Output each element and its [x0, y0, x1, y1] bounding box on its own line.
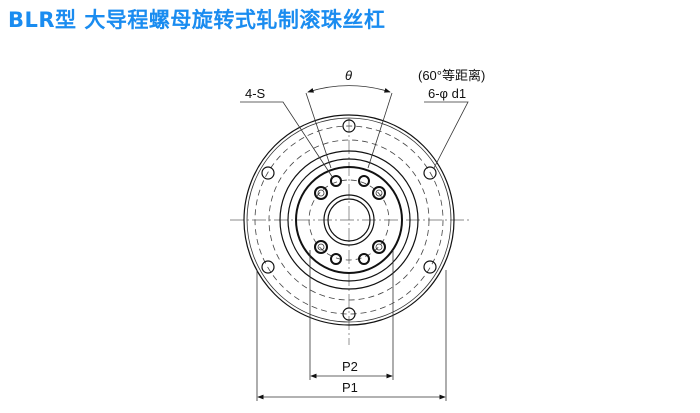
- bore-inner: [327, 198, 371, 242]
- tapped-hole: [314, 240, 328, 254]
- small-hole: [330, 175, 342, 187]
- mount-hole: [423, 260, 437, 274]
- tapped-hole: [372, 186, 386, 200]
- page-title: BLR型 大导程螺母旋转式轧制滚珠丝杠: [8, 8, 386, 32]
- tapped-hole: [314, 186, 328, 200]
- bolt-circle-p1: [254, 125, 444, 315]
- mount-hole: [261, 260, 275, 274]
- theta-extension-left: [305, 92, 332, 169]
- small-hole: [358, 175, 370, 187]
- bolt-circle-p2: [308, 179, 390, 261]
- nut-end-circle: [295, 166, 403, 274]
- theta-extension-right: [367, 92, 393, 169]
- mount-hole: [342, 119, 356, 133]
- spacing-note: (60°等距离): [418, 68, 485, 83]
- mount-holes: [261, 119, 437, 321]
- tapped-hole-inner: [375, 189, 383, 197]
- hidden-circle: [268, 139, 430, 301]
- tapped-holes-leader: [240, 101, 334, 179]
- body-step-circle: [279, 150, 419, 290]
- mount-hole: [423, 166, 437, 180]
- tapped-hole: [372, 240, 386, 254]
- mount-hole: [342, 307, 356, 321]
- inner-holes: [314, 175, 386, 265]
- bore-outer: [323, 194, 375, 246]
- mount-holes-leader: [424, 101, 469, 169]
- tapped-hole-inner: [375, 243, 383, 251]
- theta-label: θ: [345, 68, 352, 83]
- theta-arc: [307, 85, 391, 93]
- mount-hole: [261, 166, 275, 180]
- tapped-hole-inner: [317, 189, 325, 197]
- tapped-hole-inner: [317, 243, 325, 251]
- flange-chamfer: [246, 117, 452, 323]
- mount-holes-label: 6-φ d1: [428, 86, 466, 101]
- small-hole: [330, 253, 342, 265]
- tapped-holes-label: 4-S: [245, 86, 266, 101]
- small-hole: [358, 253, 370, 265]
- p1-label: P1: [342, 380, 358, 395]
- flange-outer-edge: [243, 114, 455, 326]
- p2-label: P2: [342, 359, 358, 374]
- body-circle: [287, 158, 411, 282]
